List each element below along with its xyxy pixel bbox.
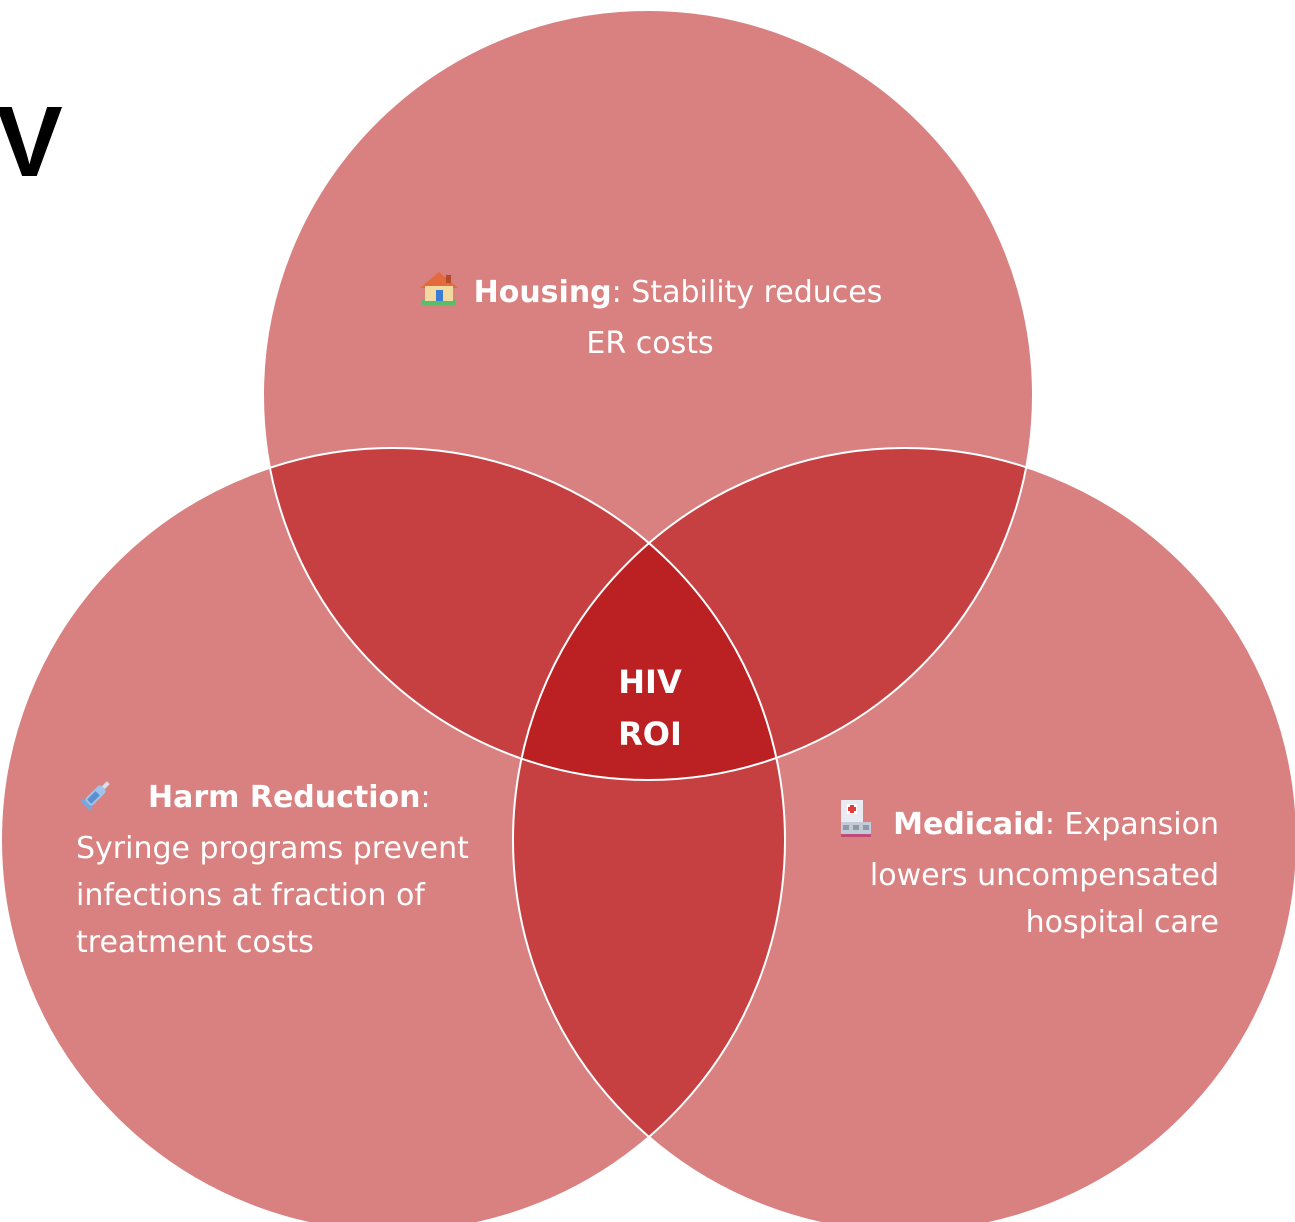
housing-label: Housing: Stability reduces ER costs: [330, 269, 970, 367]
housing-text-line2: ER costs: [586, 326, 714, 361]
harm-reduction-line2: infections at fraction of: [76, 878, 425, 913]
medicaid-outline: [512, 447, 1295, 1222]
center-overlap: [513, 448, 785, 780]
house-icon: [418, 270, 460, 320]
medicaid-sep: :: [1044, 807, 1055, 842]
harm-reduction-line3: treatment costs: [76, 925, 314, 960]
harm-reduction-outline: [0, 447, 786, 1222]
syringe-icon: [80, 777, 114, 825]
center-label: HIV ROI: [560, 656, 740, 760]
harm-reduction-label: Harm Reduction: Syringe programs prevent…: [76, 774, 546, 966]
center-line1: HIV: [618, 663, 682, 701]
harm-reduction-title: Harm Reduction: [148, 780, 421, 815]
medicaid-line3: hospital care: [1025, 905, 1219, 940]
housing-outline: [262, 9, 1034, 781]
housing-sep: :: [611, 275, 622, 310]
housing-title: Housing: [473, 275, 612, 310]
center-line2: ROI: [618, 715, 682, 753]
partial-title-glyph: V: [0, 86, 63, 198]
medicaid-title: Medicaid: [893, 807, 1045, 842]
hospital-icon: [839, 798, 873, 852]
housing-text: Stability reduces: [621, 275, 883, 310]
medicaid-text: Expansion: [1054, 807, 1220, 842]
medicaid-label: Medicaid: Expansion lowers uncompensated…: [770, 798, 1219, 946]
harm-reduction-sep: :: [420, 780, 431, 815]
harm-reduction-line1: Syringe programs prevent: [76, 831, 469, 866]
medicaid-line2: lowers uncompensated: [869, 858, 1219, 893]
